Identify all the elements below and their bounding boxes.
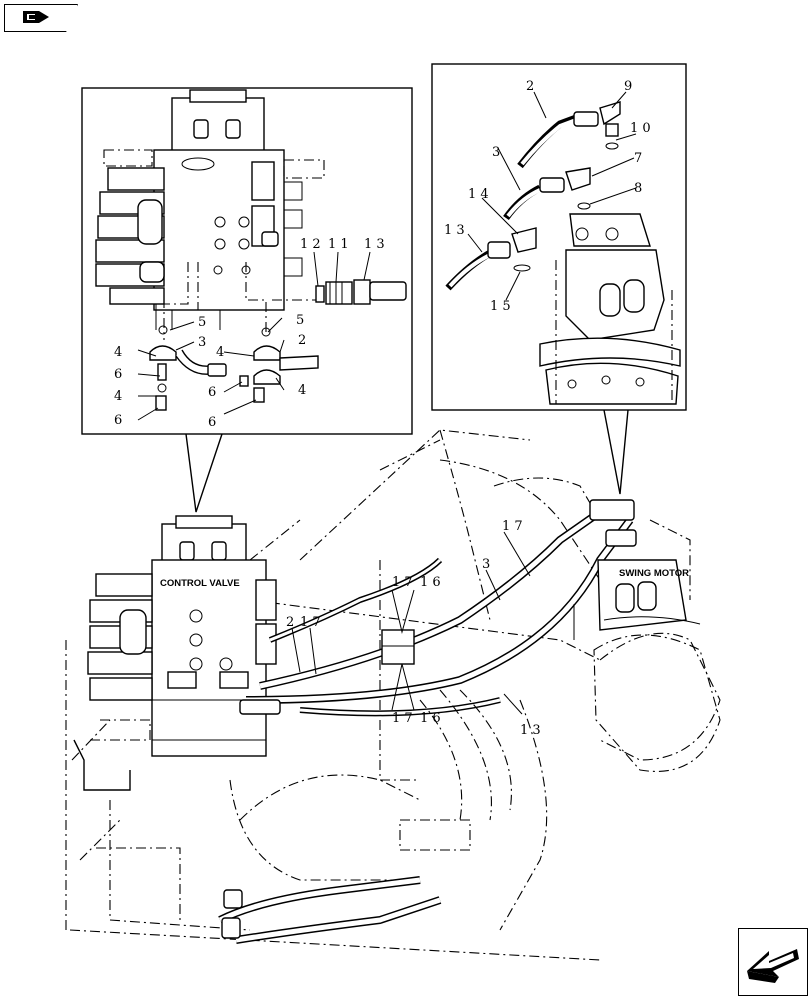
callout-6: 6: [208, 385, 216, 400]
callout-17: 1 7: [392, 575, 413, 590]
control-valve-assembly: [73, 515, 277, 791]
swing-motor-detail-drawing: [539, 213, 681, 405]
callout-4: 4: [298, 383, 306, 398]
callout-10: 1 0: [630, 121, 651, 136]
callout-5: 5: [296, 313, 304, 328]
callout-2: 2: [526, 79, 534, 94]
callout-15: 1 5: [490, 299, 511, 314]
callout-6: 6: [208, 415, 216, 430]
detail-box-swing-motor: 2 9 1 0 7 8 3 1 4 1 3 1 5: [431, 63, 687, 495]
next-page-button[interactable]: [738, 928, 808, 996]
callout-17: 1 7: [300, 615, 321, 630]
callout-5: 5: [198, 315, 206, 330]
callout-11: 1 1: [328, 237, 349, 252]
callout-16: 1 6: [420, 575, 441, 590]
callout-12: 1 2: [300, 237, 321, 252]
fittings-11-12-13: [315, 279, 407, 305]
main-assembly-drawing: CONTROL VALVE SWING MOTOR 1 7 3 1 7 1 6 …: [65, 429, 721, 961]
previous-page-button[interactable]: [4, 4, 78, 32]
callout-4: 4: [114, 389, 122, 404]
callout-6: 6: [114, 367, 122, 382]
control-valve-label: CONTROL VALVE: [160, 578, 240, 589]
callout-2: 2: [298, 333, 306, 348]
diagonal-arrow-icon: [747, 949, 799, 983]
callout-17: 1 7: [392, 711, 413, 726]
callout-8: 8: [634, 181, 642, 196]
flange-set-left: [149, 325, 227, 411]
callout-16: 1 6: [420, 711, 441, 726]
callout-13: 1 3: [520, 723, 541, 738]
swing-motor-label: SWING MOTOR: [619, 568, 689, 579]
detail-box-control-valve: 4 6 4 6 5 3 4 6 6 5 2 4 1 2 1 1 1 3: [81, 87, 413, 513]
control-valve-detail-drawing: [95, 89, 325, 330]
callout-6: 6: [114, 413, 122, 428]
callout-13: 1 3: [444, 223, 465, 238]
callout-2: 2: [286, 615, 294, 630]
swing-motor-assembly: [573, 519, 721, 772]
callout-17: 1 7: [502, 519, 523, 534]
callout-7: 7: [634, 151, 642, 166]
flange-set-right: [239, 327, 319, 403]
callout-13: 1 3: [364, 237, 385, 252]
hose-routing: [218, 499, 637, 944]
callout-3: 3: [482, 557, 490, 572]
callout-14: 1 4: [468, 187, 489, 202]
book-arrow-icon: [23, 11, 49, 23]
callout-3: 3: [492, 145, 500, 160]
callout-4: 4: [114, 345, 122, 360]
callout-3: 3: [198, 335, 206, 350]
callout-9: 9: [624, 79, 632, 94]
callout-4: 4: [216, 345, 224, 360]
